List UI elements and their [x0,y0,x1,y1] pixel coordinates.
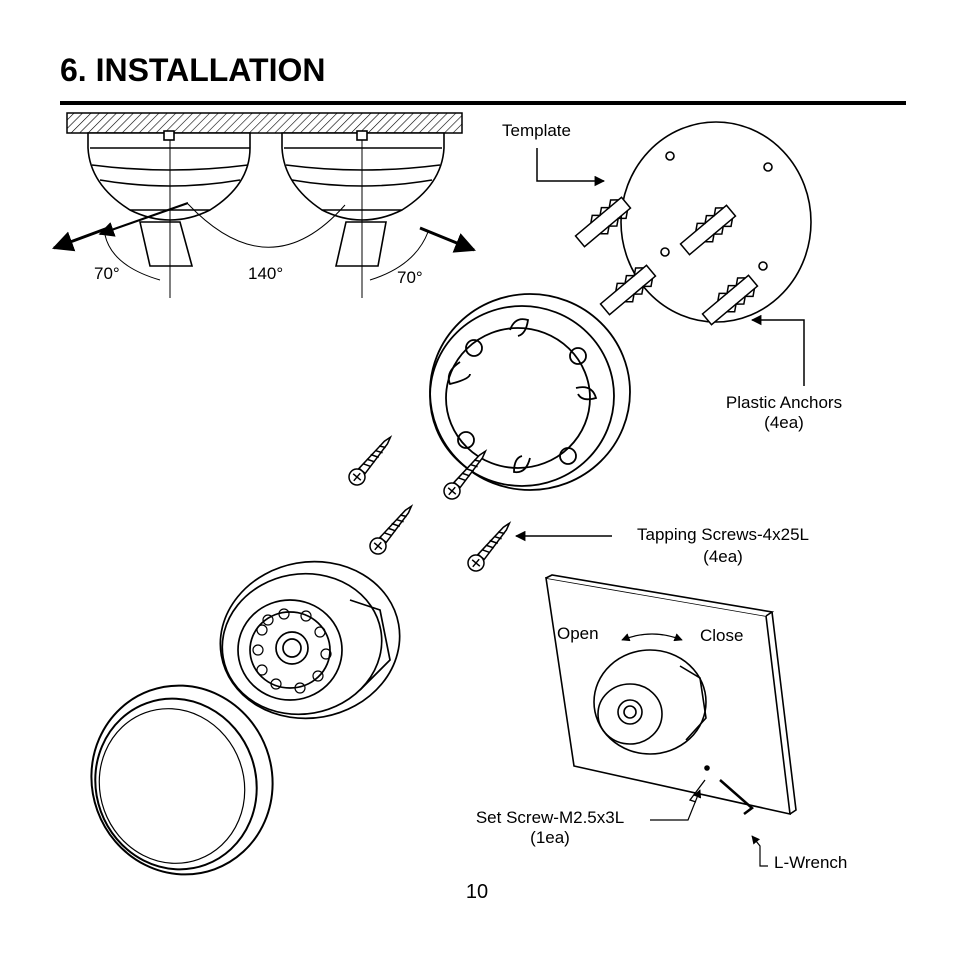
wall-mounted-camera [545,574,797,867]
right-dome-tilt-view [187,130,476,298]
angle-left-label: 70° [94,264,120,283]
l-wrench-label: L-Wrench [774,853,848,872]
set-screw-qty: (1ea) [530,828,570,847]
camera-module [219,560,401,720]
plastic-anchors [574,196,805,386]
plastic-anchors-qty: (4ea) [764,413,804,432]
open-label: Open [557,624,599,643]
tapping-screws-qty: (4ea) [703,547,743,566]
close-label: Close [700,626,744,645]
angle-right-label: 70° [397,268,423,287]
page-title: 6. INSTALLATION [60,52,326,88]
tapping-screws [348,435,612,572]
left-dome-tilt-view [52,130,251,298]
set-screw-label: Set Screw-M2.5x3L [475,808,625,827]
mounting-base-ring [429,293,631,491]
page-number: 10 [465,881,489,903]
title-rule [60,101,906,105]
template-label: Template [502,121,571,140]
angle-middle-label: 140° [248,264,284,283]
template-disc [536,121,812,323]
plastic-anchors-label: Plastic Anchors [725,393,843,412]
ceiling-hatch [66,112,463,134]
dome-cover [90,684,274,876]
tapping-screws-label: Tapping Screws-4x25L [637,525,809,544]
